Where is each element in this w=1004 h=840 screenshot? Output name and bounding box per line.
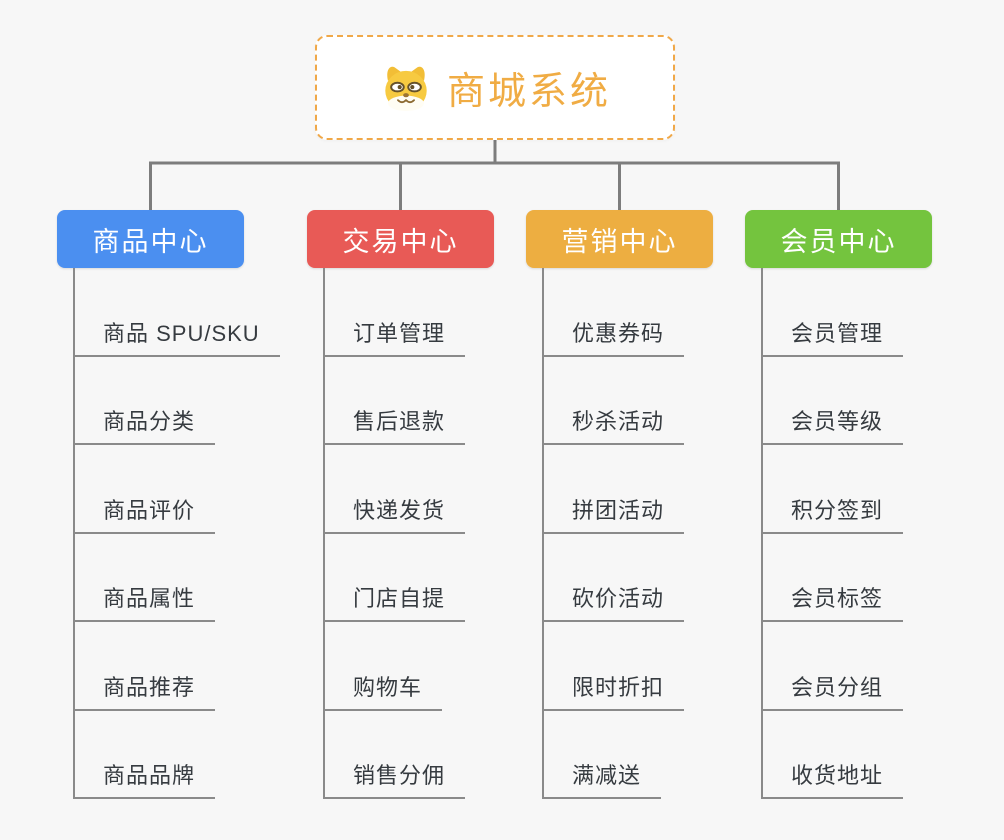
subtopic-label: 订单管理 [325,316,466,357]
root-topic-label: 商城系统 [446,71,611,113]
subtopic-label: 满减送 [544,758,662,799]
subtopic-item[interactable]: 商品评价 [75,445,280,534]
subtopic-item[interactable]: 收货地址 [763,711,904,799]
subtopic-label: 秒杀活动 [544,404,685,445]
branch-column: 营销中心 优惠券码秒杀活动拼团活动砍价活动限时折扣满减送 [526,210,713,799]
subtopic-label: 会员管理 [763,316,904,357]
subtopic-label: 积分签到 [763,493,904,534]
subtopic-item[interactable]: 砍价活动 [544,534,685,622]
branch-topic-label: 营销中心 [561,226,678,257]
subtopic-item[interactable]: 会员标签 [763,534,904,622]
branch-topic[interactable]: 商品中心 [57,210,244,268]
subtopic-item[interactable]: 购物车 [325,622,465,711]
branch-column: 商品中心 商品 SPU/SKU 商品分类商品评价商品属性商品推荐商品品牌 [57,210,280,799]
subtopic-label: 拼团活动 [544,493,685,534]
branch-subtopics: 优惠券码秒杀活动拼团活动砍价活动限时折扣满减送 [542,268,685,799]
branch-topic[interactable]: 交易中心 [307,210,494,268]
subtopic-item[interactable]: 秒杀活动 [544,357,685,445]
subtopic-item[interactable]: 会员等级 [763,357,904,445]
subtopic-item[interactable]: 限时折扣 [544,622,685,711]
subtopic-item[interactable]: 门店自提 [325,534,466,622]
subtopic-item[interactable]: 商品属性 [75,534,280,622]
subtopic-label: 收货地址 [763,758,904,799]
branch-subtopics: 订单管理售后退款快递发货门店自提购物车销售分佣 [323,268,466,799]
subtopic-item[interactable]: 会员管理 [763,268,904,357]
subtopic-item[interactable]: 商品推荐 [75,622,280,711]
subtopic-label: 商品 SPU/SKU [75,316,280,357]
subtopic-item[interactable]: 销售分佣 [325,711,466,799]
dog-face-icon [385,66,427,111]
root-topic[interactable]: 商城系统 [315,35,675,140]
subtopic-item[interactable]: 满减送 [544,711,684,799]
subtopic-item[interactable]: 订单管理 [325,268,466,357]
subtopic-item[interactable]: 积分签到 [763,445,904,534]
branch-topic-label: 交易中心 [342,226,459,257]
subtopic-label: 商品推荐 [75,670,216,711]
branch-topic-label: 会员中心 [780,226,897,257]
subtopic-item[interactable]: 拼团活动 [544,445,685,534]
subtopic-label: 售后退款 [325,404,466,445]
subtopic-label: 门店自提 [325,581,466,622]
subtopic-label: 会员标签 [763,581,904,622]
subtopic-label: 商品分类 [75,404,216,445]
branch-subtopics: 商品 SPU/SKU 商品分类商品评价商品属性商品推荐商品品牌 [73,268,280,799]
branch-column: 交易中心 订单管理售后退款快递发货门店自提购物车销售分佣 [307,210,494,799]
subtopic-label: 商品评价 [75,493,216,534]
subtopic-item[interactable]: 售后退款 [325,357,466,445]
branch-subtopics: 会员管理会员等级积分签到会员标签会员分组收货地址 [761,268,904,799]
branch-topic[interactable]: 会员中心 [745,210,932,268]
subtopic-item[interactable]: 快递发货 [325,445,466,534]
subtopic-label: 商品品牌 [75,758,216,799]
subtopic-label: 会员分组 [763,670,904,711]
subtopic-label: 销售分佣 [325,758,466,799]
subtopic-label: 会员等级 [763,404,904,445]
branch-topic-label: 商品中心 [92,226,209,257]
subtopic-label: 砍价活动 [544,581,685,622]
subtopic-item[interactable]: 商品品牌 [75,711,280,799]
subtopic-label: 购物车 [325,670,443,711]
branch-column: 会员中心 会员管理会员等级积分签到会员标签会员分组收货地址 [745,210,932,799]
subtopic-label: 商品属性 [75,581,216,622]
branch-topic[interactable]: 营销中心 [526,210,713,268]
subtopic-item[interactable]: 优惠券码 [544,268,685,357]
subtopic-item[interactable]: 商品 SPU/SKU [75,268,280,357]
subtopic-label: 快递发货 [325,493,466,534]
subtopic-item[interactable]: 商品分类 [75,357,280,445]
subtopic-label: 优惠券码 [544,316,685,357]
subtopic-label: 限时折扣 [544,670,685,711]
subtopic-item[interactable]: 会员分组 [763,622,904,711]
